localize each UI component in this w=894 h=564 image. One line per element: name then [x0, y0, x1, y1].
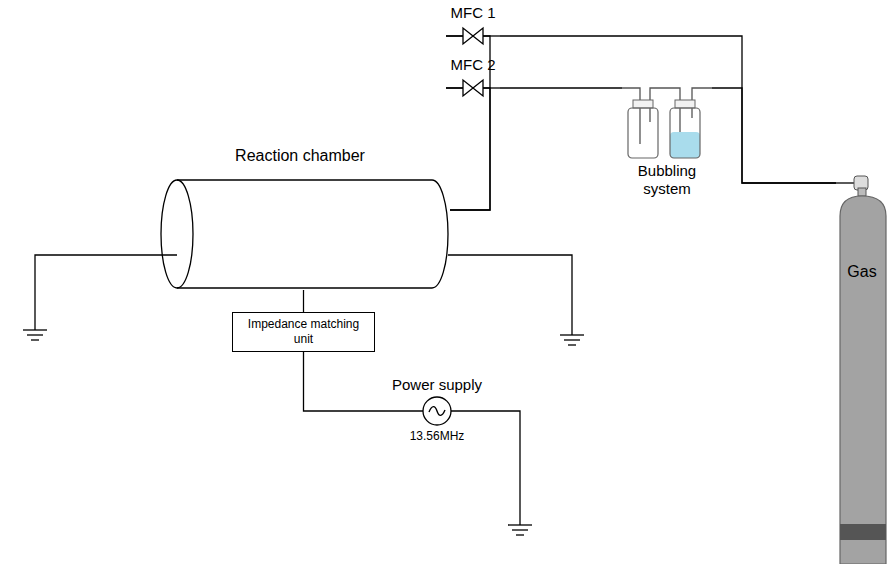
- ground-wire: [489, 411, 520, 525]
- ground-wire: [448, 255, 572, 335]
- power-supply: Power supply 13.56MHz: [385, 376, 489, 446]
- gas-line: [500, 36, 836, 183]
- reaction-chamber-shape: [150, 146, 450, 290]
- node-label: MFC 2: [451, 56, 496, 74]
- gas-line: [303, 290, 304, 312]
- bubbling-system: Bubbling system: [622, 82, 712, 206]
- node-label: Gas: [847, 262, 876, 282]
- node-sublabel: 13.56MHz: [410, 428, 465, 444]
- gas-line: [446, 88, 490, 210]
- gas-line: [712, 88, 836, 183]
- gas-line: [500, 87, 622, 88]
- gas-cylinder-shape: [836, 172, 888, 564]
- gas-line: [304, 352, 386, 411]
- node-label: Bubbling system: [622, 162, 712, 198]
- node-label: Impedance matching unit: [239, 317, 368, 347]
- node-label: Power supply: [392, 376, 482, 394]
- ground-wire: [35, 255, 177, 330]
- node-label: Reaction chamber: [235, 146, 365, 166]
- node-label: MFC 1: [451, 4, 496, 22]
- matching-unit-box: Impedance matching unit: [232, 312, 375, 352]
- mfc-valve: MFC 2: [446, 56, 500, 98]
- gas-cylinder: Gas: [836, 172, 888, 564]
- reaction-chamber: Reaction chamber: [150, 146, 450, 290]
- mfc-valve: MFC 1: [446, 4, 500, 46]
